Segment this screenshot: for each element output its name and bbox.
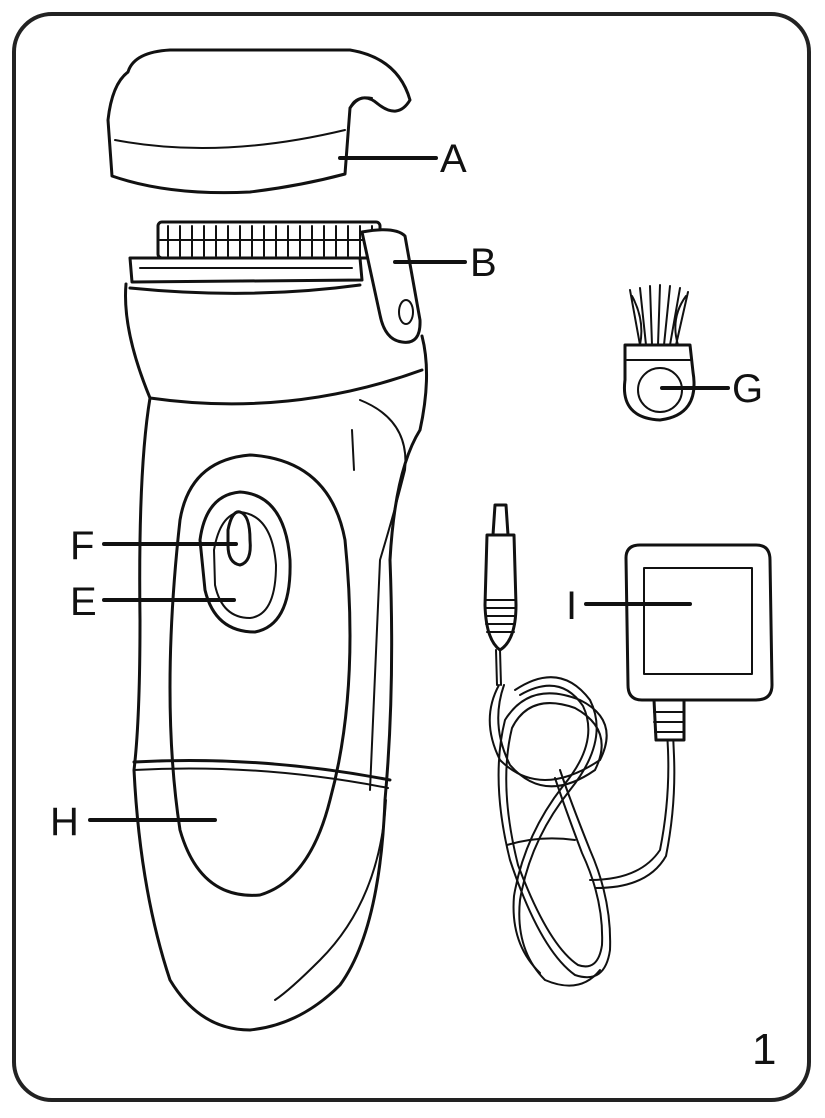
power-cord bbox=[488, 649, 676, 987]
page-number: 1 bbox=[752, 1025, 777, 1074]
plug-connector bbox=[483, 503, 518, 652]
label-i: I bbox=[566, 584, 578, 628]
label-f: F bbox=[70, 524, 95, 568]
label-g: G bbox=[732, 367, 764, 411]
protective-cap bbox=[106, 48, 412, 195]
cleaning-brush bbox=[622, 284, 696, 422]
shaving-head bbox=[128, 220, 422, 344]
label-b: B bbox=[470, 241, 497, 285]
shaver-body bbox=[124, 282, 428, 1032]
label-h: H bbox=[50, 800, 79, 844]
label-a: A bbox=[440, 137, 467, 181]
label-e: E bbox=[70, 580, 97, 624]
figure-frame bbox=[12, 12, 811, 1102]
power-adapter bbox=[624, 543, 774, 742]
